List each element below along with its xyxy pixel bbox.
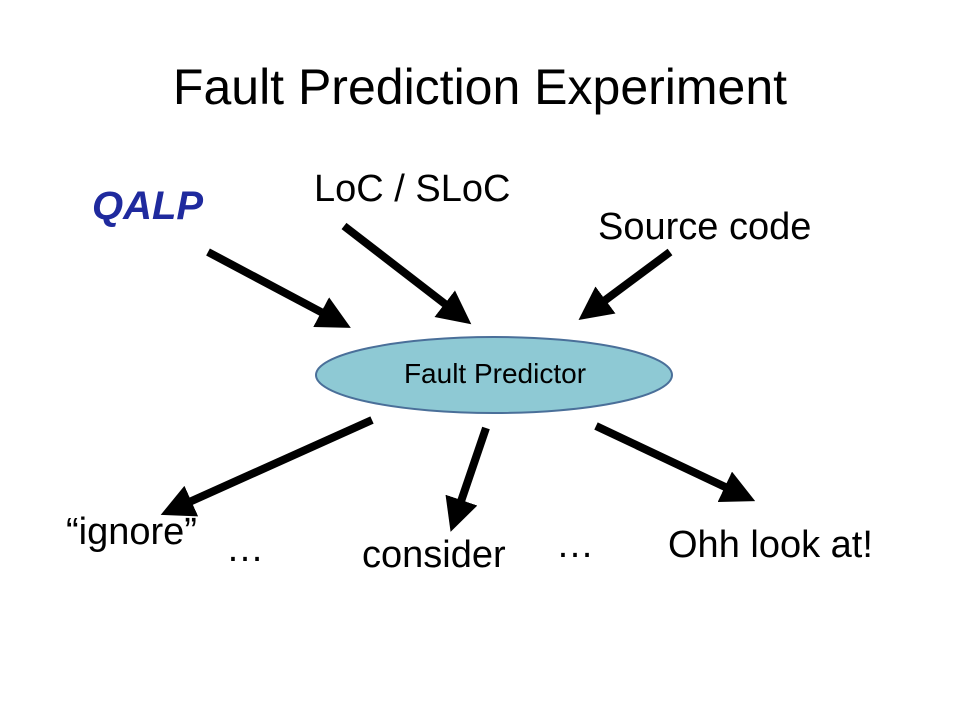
fault-predictor-node <box>315 336 673 414</box>
arrow-predictor-to-look <box>594 422 756 503</box>
input-label-source-code: Source code <box>598 206 812 248</box>
input-label-loc: LoC / SLoC <box>314 168 511 210</box>
arrow-loc-to-predictor <box>341 222 472 325</box>
arrow-predictor-to-ignore <box>160 416 374 517</box>
fault-predictor-label: Fault Predictor <box>403 358 587 389</box>
slide-title: Fault Prediction Experiment <box>172 59 788 115</box>
output-ellipsis-2: … <box>556 524 594 566</box>
input-label-qalp: QALP <box>92 184 204 228</box>
arrow-predictor-to-consider <box>445 426 490 532</box>
output-label-consider: consider <box>362 534 506 576</box>
arrow-qalp-to-predictor <box>206 248 351 328</box>
arrow-source-to-predictor <box>578 248 673 321</box>
output-label-ignore: “ignore” <box>66 511 197 553</box>
output-ellipsis-1: … <box>226 528 264 570</box>
output-label-look-at: Ohh look at! <box>668 524 873 566</box>
